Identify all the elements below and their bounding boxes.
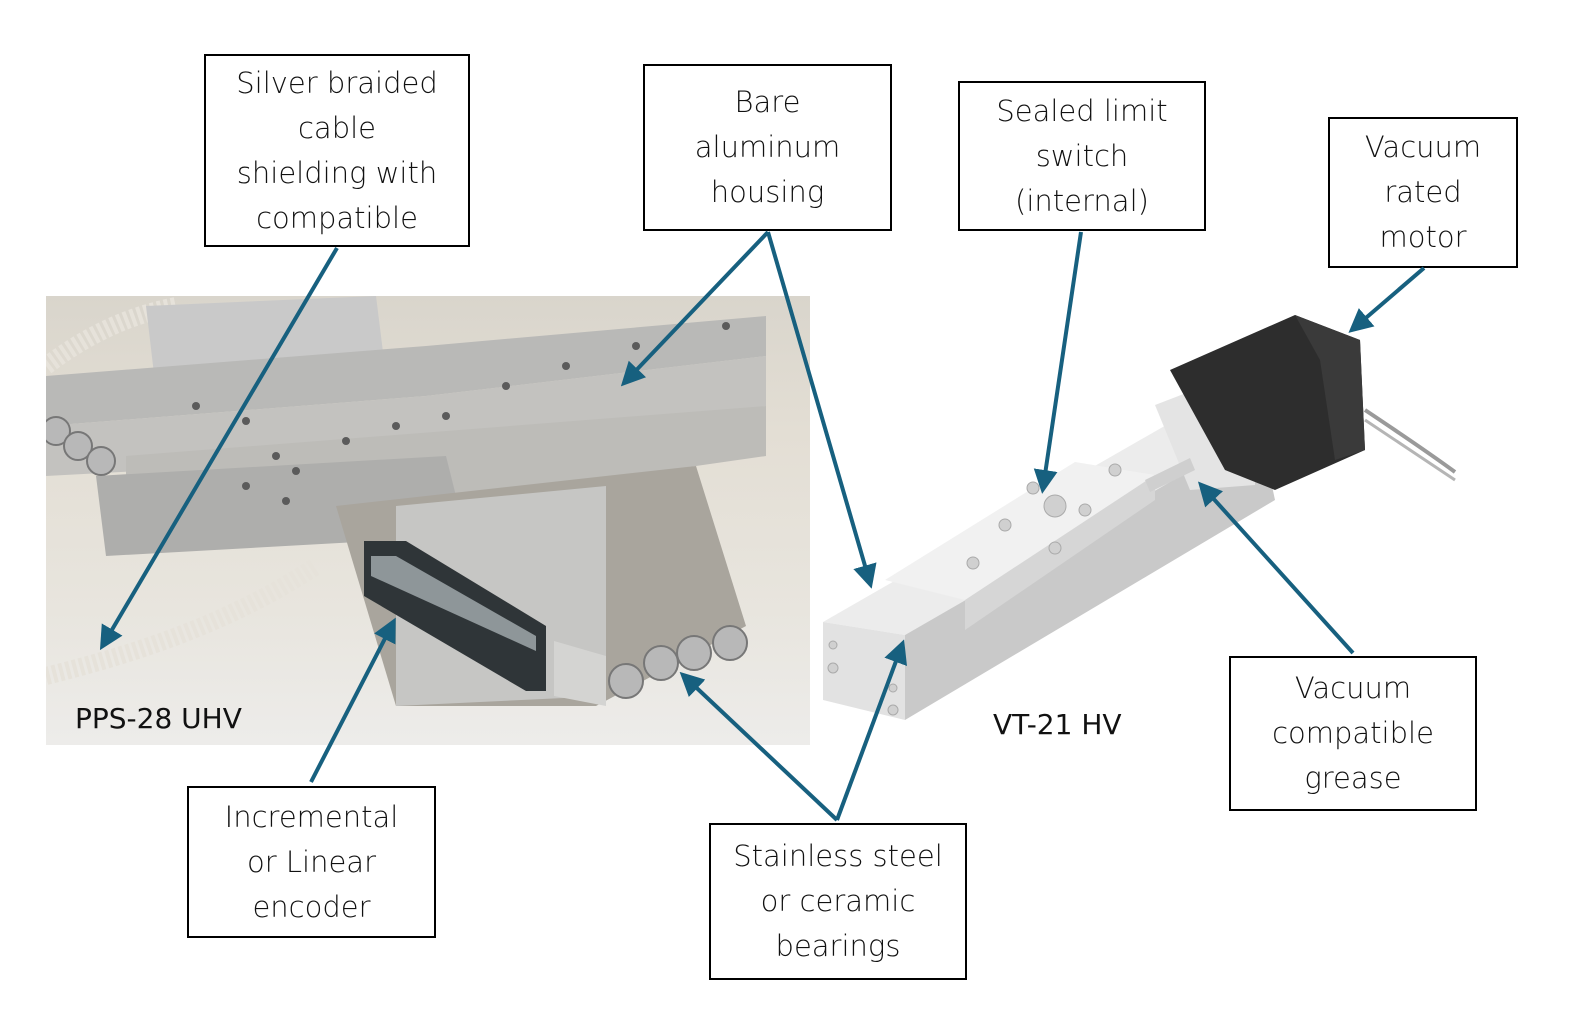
arrow-grease — [1197, 481, 1355, 655]
callout-limit-switch: Sealed limit switch (internal) — [958, 81, 1206, 231]
callout-encoder: Incremental or Linear encoder — [187, 786, 436, 938]
vt-21-stage-illustration — [823, 315, 1457, 720]
pps-28-uhv-photo — [46, 296, 810, 745]
pps-28-uhv-label: PPS-28 UHV — [75, 702, 242, 735]
callout-bearings: Stainless steel or ceramic bearings — [709, 823, 967, 980]
vt-21-hv-render — [815, 300, 1475, 760]
arrow-housing-left — [620, 230, 770, 387]
pps-28-stage-illustration — [46, 296, 766, 706]
arrow-housing-right — [766, 231, 877, 589]
callout-cable-shielding: Silver braided cable shielding with comp… — [204, 54, 470, 247]
arrow-bearings-left — [679, 671, 839, 822]
arrow-limit-switch — [1033, 231, 1083, 494]
callout-vacuum-motor: Vacuum rated motor — [1328, 117, 1518, 268]
arrow-bearings-right — [835, 639, 907, 821]
callout-aluminum-housing: Bare aluminum housing — [643, 64, 892, 231]
callout-grease: Vacuum compatible grease — [1229, 656, 1477, 811]
arrow-encoder — [309, 617, 396, 783]
arrow-cable-shielding — [99, 246, 339, 651]
arrow-vacuum-motor — [1348, 266, 1426, 333]
vt-21-hv-label: VT-21 HV — [993, 708, 1122, 741]
